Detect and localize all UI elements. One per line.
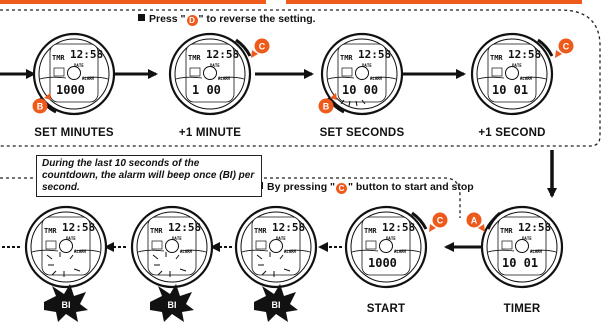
label-start: START (366, 303, 406, 315)
svg-text:TMR: TMR (364, 227, 377, 235)
svg-text:C: C (437, 216, 444, 226)
press-arc-b-2 (326, 97, 345, 114)
svg-text:ALARM: ALARM (74, 249, 87, 254)
beep-burst-icon: BI (44, 284, 88, 322)
watch-set-minutes: TMR 12:58 DATE ALARM 1000 (32, 32, 116, 116)
svg-text:DATE: DATE (210, 63, 220, 68)
svg-text:12:58: 12:58 (508, 48, 541, 61)
label-plus-minute: +1 MINUTE (178, 127, 242, 139)
watch-beep-1: TMR 12:58 DATE ALARM (24, 205, 108, 289)
svg-text:B: B (37, 102, 44, 112)
press-arc-c-3 (411, 211, 428, 230)
watch-display: 10 00 (342, 83, 378, 97)
countdown-note: During the last 10 seconds of the countd… (36, 155, 262, 197)
flash-marks (256, 252, 291, 277)
svg-text:DATE: DATE (276, 236, 286, 241)
svg-text:BI: BI (168, 300, 177, 310)
svg-text:TMR: TMR (44, 227, 57, 235)
watch-mode: TMR (52, 54, 65, 62)
svg-text:TMR: TMR (490, 54, 503, 62)
svg-text:ALARM: ALARM (284, 249, 297, 254)
svg-text:BI: BI (62, 300, 71, 310)
press-arc-c-1 (235, 38, 252, 57)
button-a-icon: A (466, 212, 485, 232)
svg-text:C: C (563, 42, 570, 52)
svg-text:12:58: 12:58 (272, 221, 305, 234)
label-timer: TIMER (503, 303, 541, 315)
svg-text:C: C (259, 42, 266, 52)
svg-text:ALARM: ALARM (180, 249, 193, 254)
svg-text:12:58: 12:58 (518, 221, 551, 234)
top-bar-right (286, 0, 582, 4)
watch-display: 1 00 (192, 83, 221, 97)
svg-text:ALARM: ALARM (520, 76, 533, 81)
watch-display: 1000 (56, 83, 85, 97)
label-plus-second: +1 SECOND (478, 127, 546, 139)
svg-text:TMR: TMR (254, 227, 267, 235)
top-bar-left (0, 0, 266, 4)
svg-text:DATE: DATE (512, 63, 522, 68)
svg-text:TMR: TMR (188, 54, 201, 62)
svg-text:TMR: TMR (150, 227, 163, 235)
watch-display: 1000 (368, 256, 397, 270)
flash-marks (46, 252, 81, 277)
press-arc-a (486, 211, 502, 230)
svg-text:ALARM: ALARM (370, 76, 383, 81)
svg-text:12:58: 12:58 (206, 48, 239, 61)
watch-start: TMR 12:58 DATE ALARM 1000 (344, 205, 428, 289)
watch-beep-3: TMR 12:58 DATE ALARM (234, 205, 318, 289)
flash-marks (340, 99, 366, 107)
bottom-dashed-frame (0, 177, 461, 218)
top-instruction: Press "D" to reverse the setting. (138, 13, 316, 26)
beep-burst-icon: BI (254, 284, 298, 322)
svg-text:12:58: 12:58 (382, 221, 415, 234)
bottom-instruction: By pressing "C" button to start and stop (256, 181, 474, 194)
watch-beep-2: TMR 12:58 DATE ALARM (130, 205, 214, 289)
button-d-icon: D (186, 15, 198, 26)
button-c-icon: C (429, 212, 448, 232)
svg-text:DATE: DATE (362, 63, 372, 68)
watch-display: 10 01 (502, 256, 538, 270)
svg-text:ALARM: ALARM (530, 249, 543, 254)
svg-text:DATE: DATE (386, 236, 396, 241)
svg-text:ALARM: ALARM (218, 76, 231, 81)
svg-text:A: A (471, 216, 478, 226)
bullet-square-icon (138, 14, 145, 21)
svg-text:12:58: 12:58 (62, 221, 95, 234)
watch-alarm-label: ALARM (82, 76, 95, 81)
svg-text:ALARM: ALARM (394, 249, 407, 254)
svg-text:TMR: TMR (500, 227, 513, 235)
button-c-icon: C (336, 183, 347, 194)
button-b-icon: B (318, 93, 337, 114)
beep-burst-icon: BI (150, 284, 194, 322)
svg-text:DATE: DATE (66, 236, 76, 241)
button-b-icon: B (32, 93, 51, 114)
svg-text:BI: BI (272, 300, 281, 310)
svg-text:TMR: TMR (340, 54, 353, 62)
watch-set-seconds: TMR 12:58 DATE ALARM 10 00 (320, 32, 404, 116)
svg-text:12:58: 12:58 (168, 221, 201, 234)
watch-time: 12:58 (70, 48, 103, 61)
watch-date-label: DATE (74, 63, 84, 68)
watch-plus-second: TMR 12:58 DATE ALARM 10 01 (470, 32, 554, 116)
label-set-seconds: SET SECONDS (319, 127, 405, 139)
svg-text:B: B (323, 102, 330, 112)
button-c-icon: C (251, 38, 270, 58)
button-c-icon: C (555, 38, 574, 58)
svg-text:12:58: 12:58 (358, 48, 391, 61)
watch-plus-minute: TMR 12:58 DATE ALARM 1 00 (168, 32, 252, 116)
flash-marks (152, 252, 187, 277)
press-arc-c-2 (537, 38, 554, 57)
label-set-minutes: SET MINUTES (34, 127, 114, 139)
watch-timer: TMR 12:58 DATE ALARM 10 01 (480, 205, 564, 289)
watch-display: 10 01 (492, 83, 528, 97)
svg-text:DATE: DATE (172, 236, 182, 241)
svg-text:DATE: DATE (522, 236, 532, 241)
